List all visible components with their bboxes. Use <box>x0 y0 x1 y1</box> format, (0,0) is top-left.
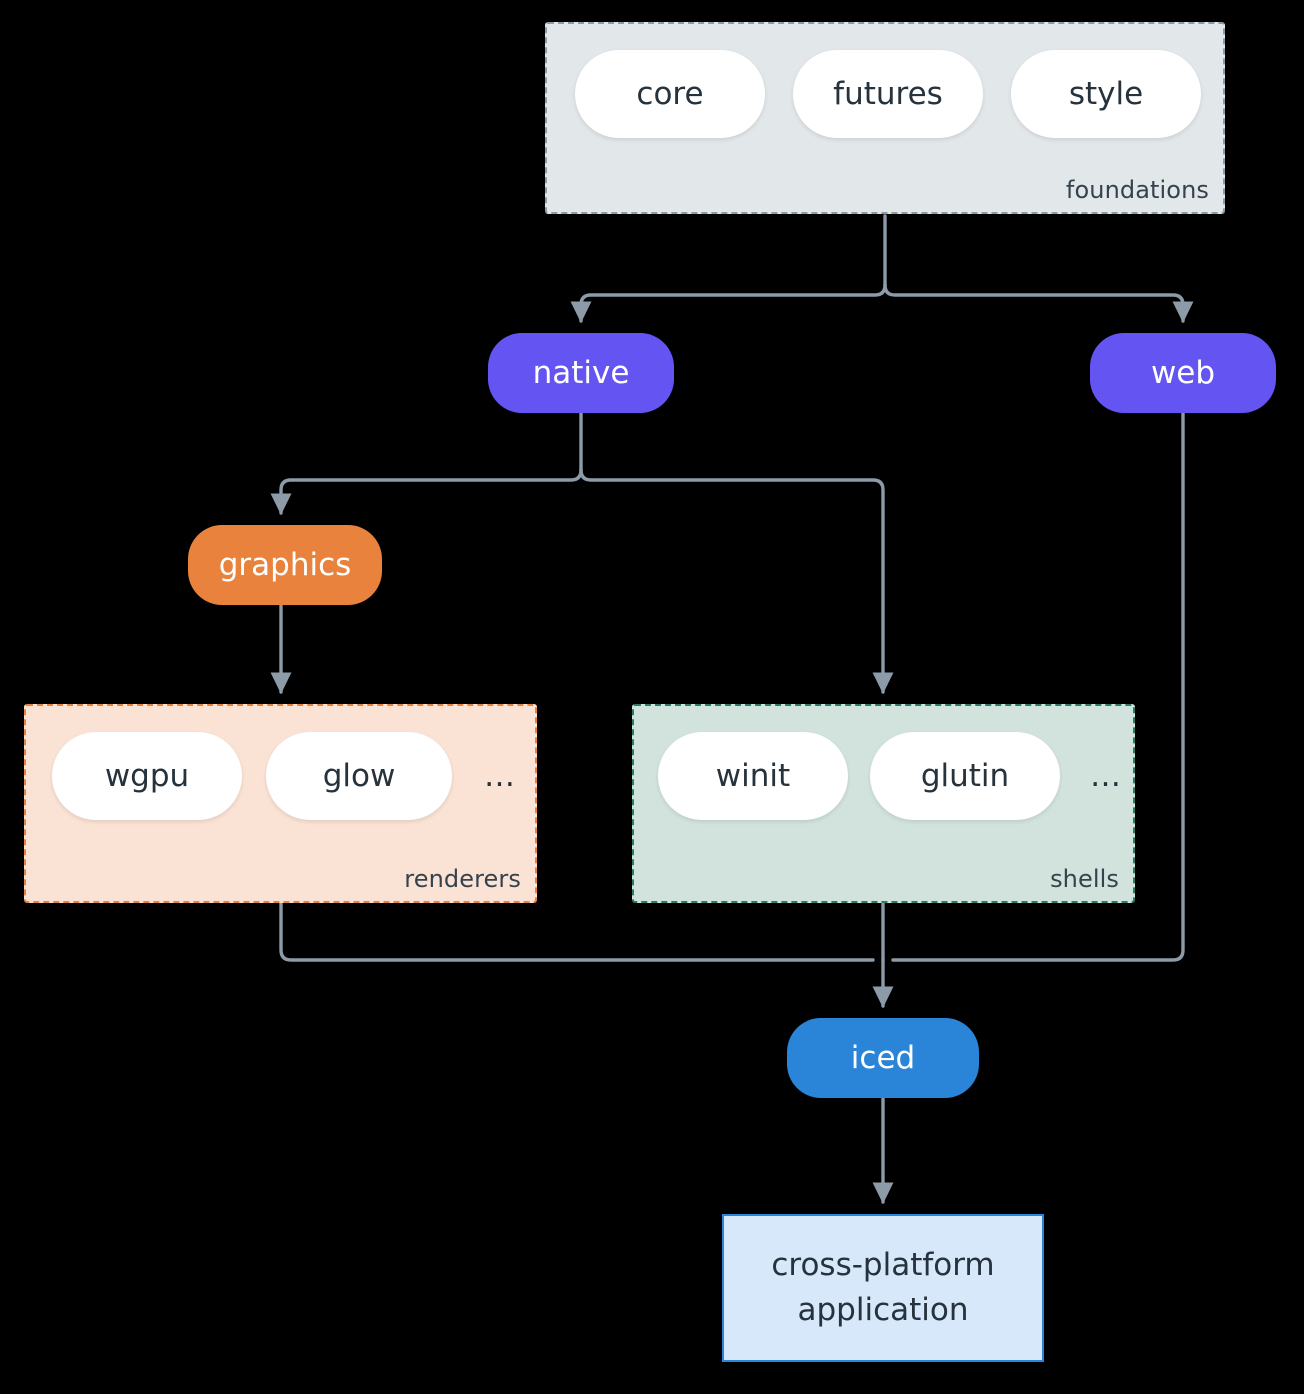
node-graphics[interactable]: graphics <box>188 525 382 605</box>
group-label-renderers: renderers <box>404 865 521 893</box>
edge-foundations-to-web <box>883 283 1194 323</box>
edge-foundations-to-native <box>570 283 887 323</box>
group-label-shells: shells <box>1050 865 1119 893</box>
node-web[interactable]: web <box>1090 333 1276 413</box>
pill-futures[interactable]: futures <box>793 50 983 138</box>
node-native[interactable]: native <box>488 333 674 413</box>
edge-native-to-graphics <box>270 468 583 515</box>
edge-renderers-to-iced <box>279 901 875 962</box>
pill-winit[interactable]: winit <box>658 732 848 820</box>
edge-native-to-shells <box>579 468 894 694</box>
group-label-foundations: foundations <box>1065 176 1209 204</box>
pill-style[interactable]: style <box>1011 50 1201 138</box>
pill-wgpu[interactable]: wgpu <box>52 732 242 820</box>
node-application[interactable]: cross-platform application <box>722 1214 1044 1362</box>
group-shells: winit glutin … shells <box>632 704 1135 903</box>
node-iced[interactable]: iced <box>787 1018 979 1098</box>
application-line-1: cross-platform <box>771 1247 995 1284</box>
application-line-2: application <box>797 1292 969 1328</box>
shells-more-ellipsis: … <box>1090 758 1121 794</box>
pill-core[interactable]: core <box>575 50 765 138</box>
group-renderers: wgpu glow … renderers <box>24 704 537 903</box>
renderers-items: wgpu glow … <box>52 732 523 820</box>
renderers-more-ellipsis: … <box>484 758 515 794</box>
shells-items: winit glutin … <box>658 732 1129 820</box>
pill-glutin[interactable]: glutin <box>870 732 1060 820</box>
pill-glow[interactable]: glow <box>266 732 452 820</box>
group-foundations: core futures style foundations <box>545 22 1225 214</box>
foundations-items: core futures style <box>575 50 1201 138</box>
